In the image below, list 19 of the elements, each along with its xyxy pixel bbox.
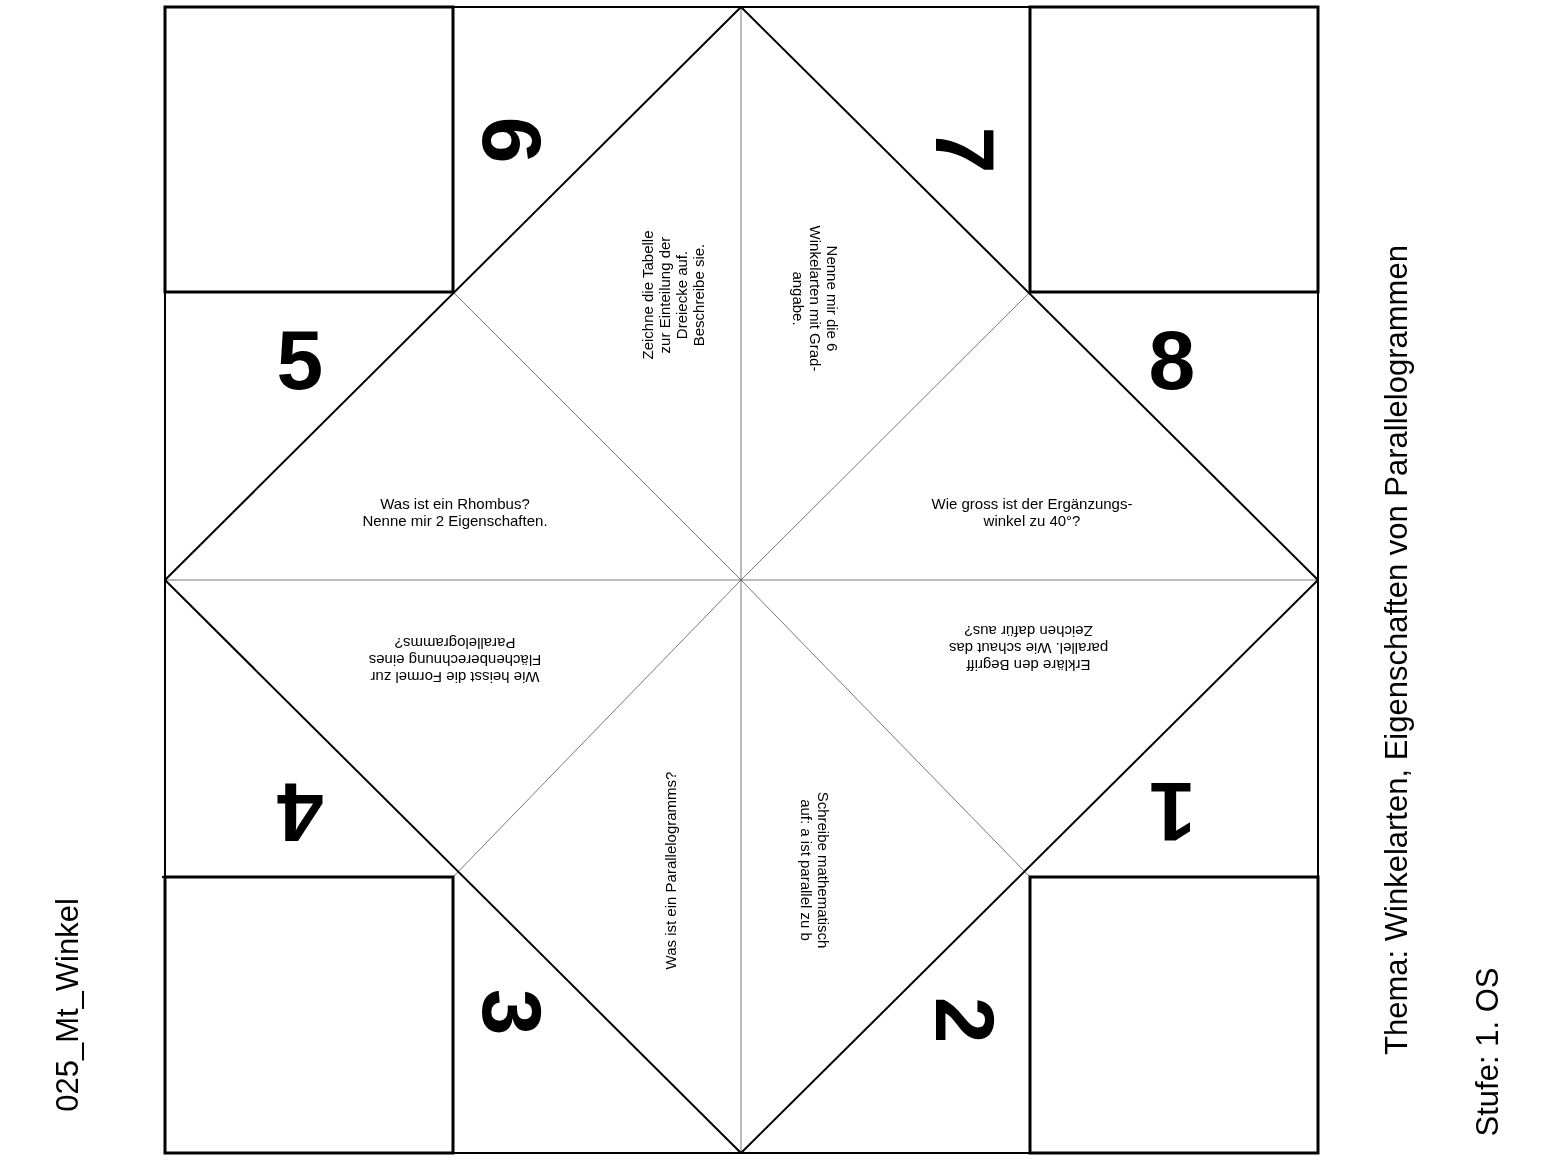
fold-number: 5 [276, 318, 324, 402]
question-text: Wie heisst die Formel zur Flächenberechnung eines Parallelogramms? [367, 634, 543, 686]
fold-number: 6 [469, 116, 554, 164]
level-text: Stufe: 1. OS [1469, 967, 1506, 1137]
fold-number: 7 [922, 126, 1007, 174]
question-text: Wie gross ist der Ergänzungs- winkel zu 40°? [930, 495, 1134, 529]
question-text: Nenne mir die 6 Winkelarten mit Grad- angabe. [789, 224, 841, 373]
question-text: Zeichne die Tabelle zur Einteilung der Dreiecke auf. Beschreibe sie. [638, 229, 706, 362]
fold-number: 2 [922, 996, 1007, 1044]
topic-text: Thema: Winkelarten, Eigenschaften von Parallelogrammen [1378, 245, 1415, 1055]
fold-number: 3 [469, 988, 554, 1036]
file-code-text: 025_Mt_Winkel [49, 898, 86, 1112]
question-text: Was ist ein Parallelogramms? [661, 770, 679, 972]
fold-number: 4 [276, 770, 324, 854]
question-text: Was ist ein Rhombus? Nenne mir 2 Eigenschaften. [361, 495, 549, 529]
fold-number: 1 [1148, 770, 1196, 854]
question-text: Schreibe mathematisch auf: a ist parallel zu b [798, 790, 832, 950]
fold-number: 8 [1148, 318, 1196, 402]
question-text: Erkläre den Begriff parallel. Wie schaut das Zeichen dafür aus? [947, 622, 1109, 674]
